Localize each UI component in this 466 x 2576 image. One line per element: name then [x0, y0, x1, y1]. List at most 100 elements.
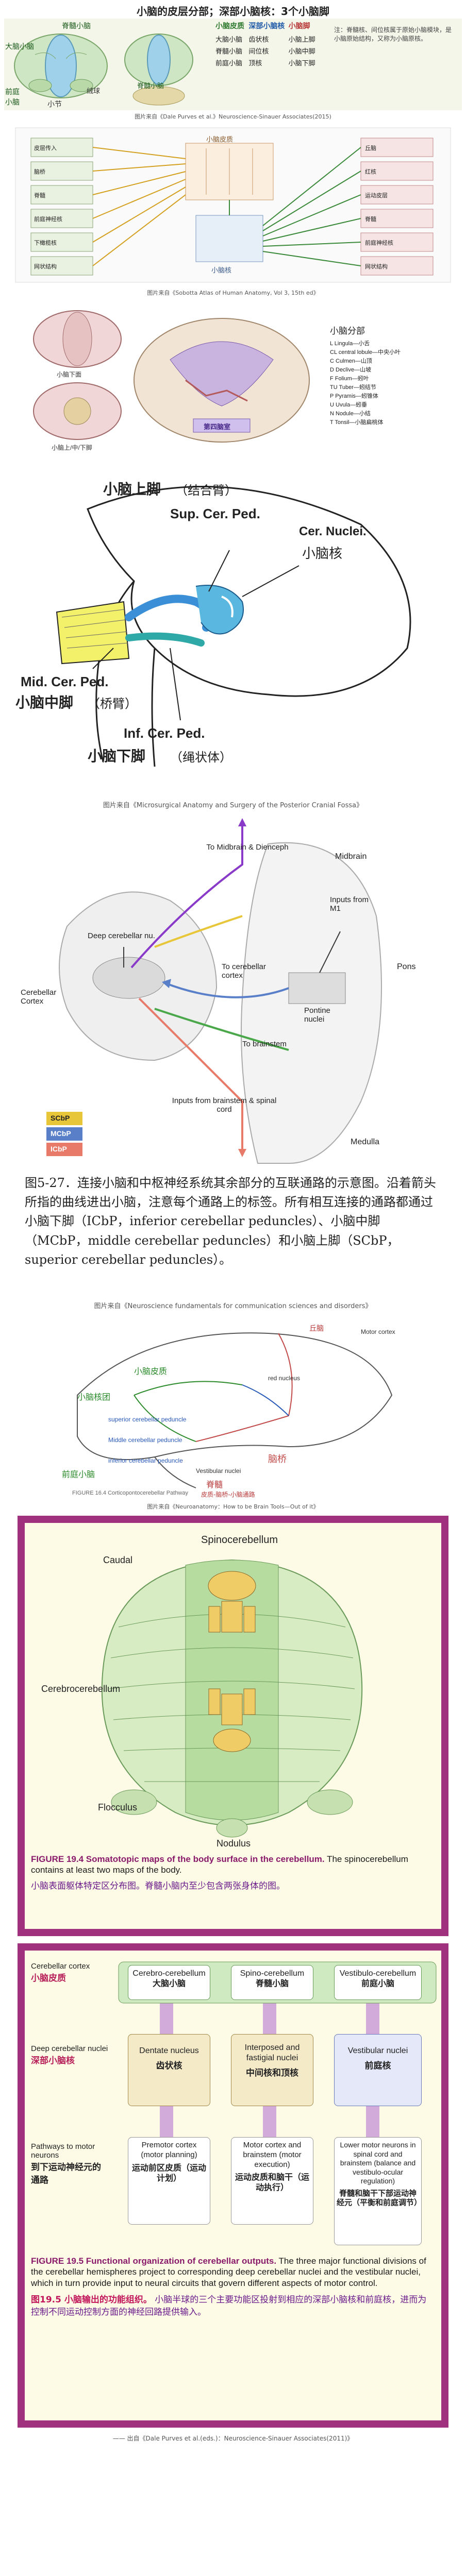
- spino-top-en: Spino-cerebellum: [240, 1969, 305, 1978]
- cell: 顶核: [248, 60, 262, 67]
- label-spinal-cord: 脊髓: [206, 1480, 223, 1489]
- caption-527: 图5-27．连接小脑和中枢神经系统其余部分的互联通路的示意图。沿着箭头所指的曲线…: [25, 1176, 436, 1267]
- divisions-table: 小脑皮质 深部小脑核 小脑脚 大脑小脑 齿状核 小脑上脚 脊髓小脑 间位核 小脑…: [215, 21, 319, 67]
- label-cerebrocerebellum: 大脑小脑: [5, 42, 34, 50]
- box-label: 脑桥: [34, 169, 45, 175]
- list-item: T Tonsil—小脑扁桃体: [330, 419, 384, 426]
- fig-19-5-zh-text: 小脑半球的三个主要功能区投射到相应的深部小脑核和前庭核，进而为控制不同运动控制方…: [31, 2294, 427, 2318]
- box-label: 脊髓: [365, 216, 376, 223]
- label-flocculus: 绒球: [87, 87, 101, 95]
- label-inf-peduncle-zh: 小脑下脚: [88, 748, 146, 765]
- box-cerebro-top: Cerebro-cerebellum 大脑小脑: [128, 1965, 210, 2000]
- cerebro-mid-zh: 齿状核: [156, 2061, 182, 2071]
- section-afferent-efferent: 皮层传入 脑桥 脊髓 前庭神经核 下橄榄核 网状结构 丘脑 红核 运动皮层 脊髓…: [0, 123, 466, 303]
- fig-19-5-title: Functional organization of cerebellar ou…: [86, 2256, 277, 2266]
- box-label: 网状结构: [34, 264, 57, 270]
- list-item: U Uvula—蚓垂: [330, 402, 368, 409]
- vestibulo-top-en: Vestibulo-cerebellum: [339, 1969, 417, 1978]
- box-vestibulo-mid: Vestibular nuclei 前庭核: [334, 2034, 422, 2106]
- label-pons-zh: 脑桥: [268, 1454, 287, 1465]
- credit-7: 图片来自《Neuroanatomy：How to be Brain Tools—…: [147, 1503, 319, 1510]
- center-nuclei-label: 小脑核: [211, 266, 232, 274]
- cell: 间位核: [248, 48, 269, 56]
- label-inputs-brainstem: Inputs from brainstem & spinal cord: [172, 1096, 277, 1114]
- table-row: 前庭小脑 顶核 小脑下脚: [215, 58, 319, 67]
- fig-19-4-zh: 小脑表面躯体特定区分布图。脊髓小脑内至少包含两张身体的图。: [31, 1880, 285, 1891]
- credit-6: 图片来自《Neuroscience fundamentals for commu…: [94, 1302, 372, 1310]
- label-pontine-nuclei: Pontine nuclei: [304, 1006, 330, 1024]
- box-label: 脊髓: [34, 193, 45, 199]
- figure-16-4-caption: FIGURE 16.4 Corticopontocerebellar Pathw…: [72, 1490, 188, 1496]
- table-row: 脊髓小脑 间位核 小脑中脚: [215, 46, 319, 56]
- cerebro-top-zh: 大脑小脑: [152, 1979, 186, 1988]
- label-vestibulocerebellum: 前庭小脑: [62, 1469, 95, 1479]
- box-cerebro-mid: Dentate nucleus 齿状核: [128, 2034, 210, 2106]
- list-item: P Pyramis—蚓锥体: [330, 393, 378, 400]
- col-cortex: 小脑皮质: [215, 22, 244, 30]
- box-label: 红核: [365, 169, 376, 175]
- spino-bot-en: Motor cortex and brainstem (motor execut…: [243, 2141, 302, 2169]
- label-motor-cortex: Motor cortex: [361, 1328, 395, 1335]
- legend-icbp: ICbP: [51, 1145, 67, 1153]
- spino-mid-en: Interposed and fastigial nuclei: [244, 2043, 300, 2062]
- label-spinocerebellum-en: Spinocerebellum: [201, 1534, 278, 1546]
- figure-16-4-sub: 皮质-脑桥-小脑通路: [201, 1491, 255, 1498]
- box-label: 皮层传入: [34, 145, 57, 151]
- list-item: C Culmen—山顶: [330, 358, 372, 365]
- deep-zh: 深部小脑核: [31, 2056, 75, 2066]
- vestibulo-bot-en: Lower motor neurons in spinal cord and b…: [340, 2141, 416, 2185]
- label-mid-peduncle-en: Mid. Cer. Ped.: [21, 674, 109, 689]
- box-vestibulo-top: Vestibulo-cerebellum 前庭小脑: [334, 1965, 422, 2000]
- section-cortical-divisions: 小脑的皮层分部；深部小脑核：3个小脑脚 脊髓小脑 大脑小脑 前庭小脑 小节 绒球…: [0, 0, 466, 123]
- somatotopic-drawing: [101, 1559, 363, 1838]
- section-corticopontocerebellar: Motor cortex 丘脑 red nucleus Vestibular n…: [0, 1313, 466, 1514]
- label-nodulus-en: Nodulus: [217, 1838, 251, 1849]
- vestibulo-mid-zh: 前庭核: [364, 2061, 391, 2071]
- fig-19-4-title: Somatotopic maps of the body surface in …: [86, 1854, 325, 1864]
- vestibulo-bot-zh: 脊髓和脑干下部运动神经元（平衡和前庭调节）: [337, 2189, 422, 2208]
- label-mid-peduncle-zh2: （桥臂）: [88, 697, 137, 711]
- table-row: 大脑小脑 齿状核 小脑上脚: [215, 34, 319, 44]
- credit-1: 图片来自《Dale Purves et al.》Neuroscience-Sin…: [135, 113, 331, 120]
- label-fourth-ventricle: 第四脑室: [204, 423, 231, 431]
- cell: 大脑小脑: [215, 36, 243, 44]
- cell: 前庭小脑: [215, 60, 243, 67]
- label-spinocerebellum: 脊髓小脑: [62, 22, 91, 30]
- label-cerebellar-cortex: 小脑皮质: [134, 1366, 168, 1376]
- fig-19-5-en: FIGURE 19.5 Functional organization of c…: [31, 2256, 433, 2289]
- box-label: 运动皮层: [365, 193, 388, 199]
- box-label: 丘脑: [365, 145, 376, 151]
- label-to-brainstem: To brainstem: [242, 1040, 287, 1048]
- row-label-path: Pathways to motor neurons 到下运动神经元的通路: [31, 2142, 108, 2185]
- box-label: 下橄榄核: [34, 240, 57, 246]
- cell: 齿状核: [248, 36, 269, 44]
- row-label-cortex: Cerebellar cortex 小脑皮质: [31, 1962, 108, 1984]
- list-item: L Lingula—小舌: [330, 341, 370, 347]
- cell: 脊髓小脑: [215, 48, 243, 56]
- label-middle-peduncle: Middle cerebellar peduncle: [108, 1436, 182, 1444]
- label-peduncles: 小脑上/中/下脚: [52, 444, 92, 451]
- label-pons: Pons: [397, 962, 416, 971]
- section-caption-527: 图5-27．连接小脑和中枢神经系统其余部分的互联通路的示意图。沿着箭头所指的曲线…: [0, 1168, 466, 1313]
- legend-scbp: SCbP: [51, 1114, 70, 1122]
- fig-19-5-zh: 图19.5 小脑输出的功能组织。 小脑半球的三个主要功能区投射到相应的深部小脑核…: [31, 2294, 433, 2319]
- label-spino-right: 脊髓小脑: [137, 82, 164, 90]
- label-red-nucleus: red nucleus: [268, 1375, 301, 1382]
- cerebellum-divisions-drawing: [14, 33, 193, 106]
- label-sup-peduncle-zh: 小脑上脚: [103, 481, 161, 498]
- afferent-efferent-diagram: [15, 127, 451, 283]
- deep-en: Deep cerebellar nuclei: [31, 2044, 108, 2053]
- fig-19-5-text: The three major functional divisions of …: [31, 2256, 426, 2288]
- cell: 小脑下脚: [288, 60, 315, 67]
- vestibulo-mid-en: Vestibular nuclei: [347, 2046, 408, 2055]
- label-nodule: 小节: [47, 100, 62, 108]
- box-label: 前庭神经核: [34, 216, 62, 223]
- vestibulo-top-zh: 前庭小脑: [361, 1979, 394, 1988]
- label-nuclei-en: Cer. Nuclei.: [299, 524, 367, 538]
- cerebro-bot-zh: 运动前区皮质（运动计划）: [131, 2163, 206, 2183]
- figure-19-5-caption: FIGURE 19.5 Functional organization of c…: [31, 2256, 433, 2319]
- fig-19-5-zh-head: 图19.5 小脑输出的功能组织。: [31, 2294, 152, 2305]
- peduncles-drawing: [56, 486, 411, 767]
- cerebro-bot-en: Premotor cortex (motor planning): [141, 2141, 197, 2159]
- section-functional-org: Cerebellar cortex 小脑皮质 Deep cerebellar n…: [0, 1941, 466, 2449]
